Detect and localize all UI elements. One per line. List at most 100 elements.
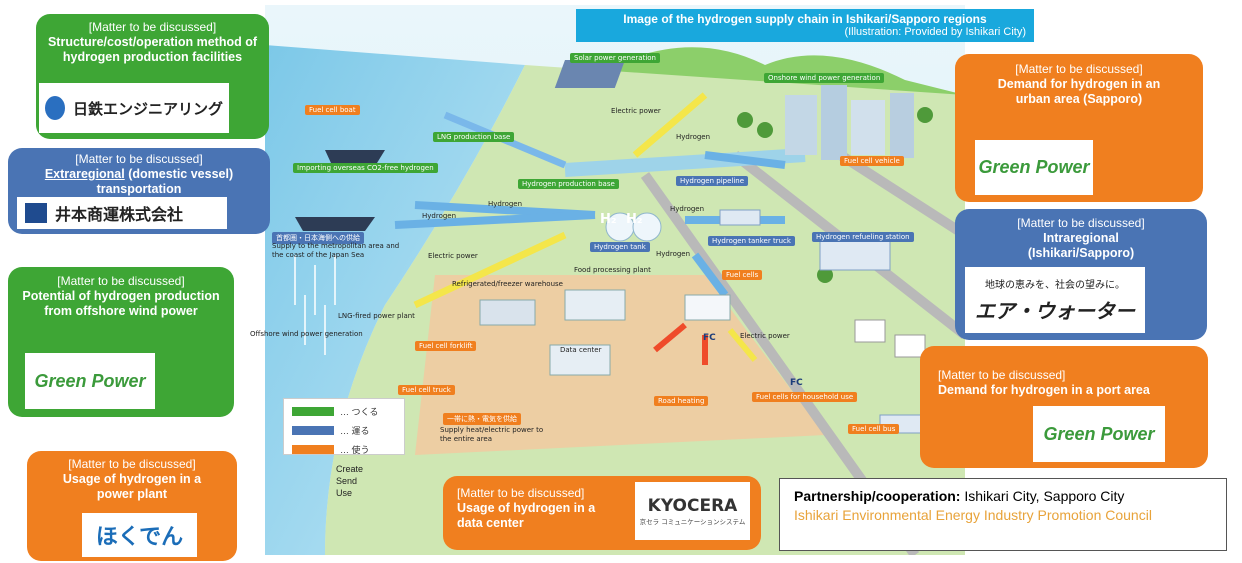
building-shape — [785, 95, 817, 155]
legend-swatch — [292, 426, 334, 435]
flow-arrow — [653, 322, 687, 353]
label-electric-power-top: Electric power — [611, 107, 661, 115]
wind-turbines — [294, 255, 336, 355]
title-box: Image of the hydrogen supply chain in Is… — [576, 9, 1034, 42]
warehouse-shape — [479, 299, 536, 326]
tank-shape — [632, 212, 662, 242]
tree-shape — [917, 107, 933, 123]
flow-arrow — [632, 92, 708, 158]
label-importing: Importing overseas CO2-free hydrogen — [293, 163, 438, 173]
nippon-steel-logo: 日鉄エンジニアリング — [39, 83, 229, 133]
air-water-logo: 地球の恵みを、社会の望みに。 エア・ウォーター — [965, 267, 1145, 333]
legend-label: … 使う — [340, 445, 370, 455]
h2-glyph-2: H₂ — [626, 212, 643, 227]
data-center-shape — [549, 344, 611, 376]
refueling-station-shape — [819, 239, 891, 271]
label-forklift: Fuel cell forklift — [415, 341, 477, 351]
tanker-truck-shape — [719, 209, 761, 226]
label-offshore-gen: Offshore wind power generation — [250, 330, 363, 338]
house-shape — [894, 334, 926, 358]
label-supply-heat: Supply heat/electric power to the entire… — [440, 426, 544, 443]
label-fc: FC — [703, 333, 716, 343]
house-shape — [854, 319, 886, 343]
legend-row: … つくる — [292, 405, 396, 418]
flow-arrow — [394, 211, 596, 229]
label-road-heating: Road heating — [654, 396, 709, 406]
legend-label: … 運る — [340, 426, 370, 436]
ship-shape — [325, 150, 385, 163]
supply-chain-illustration — [265, 5, 965, 555]
label-hydrogen-mid: Hydrogen — [488, 200, 523, 208]
flow-arrow — [727, 328, 758, 362]
label-supply-heat-jp: 一帯に熱・電気を供給 — [443, 413, 521, 425]
legend-use: Use — [336, 488, 353, 498]
pipeline-shape — [564, 148, 806, 177]
diagram-subtitle: (Illustration: Provided by Ishikari City… — [844, 26, 1026, 38]
callout-heading: [Matter to be discussed] — [88, 20, 217, 34]
building-shape — [890, 93, 914, 158]
callout-body: Structure/cost/operation method of hydro… — [47, 35, 258, 64]
tree-shape — [817, 267, 833, 283]
kyocera-logo: KYOCERA 京セラ コミュニケーションシステム — [635, 482, 750, 540]
label-pipeline: Hydrogen pipeline — [676, 176, 749, 186]
label-tanker-truck: Hydrogen tanker truck — [708, 236, 795, 246]
diagram-title: Image of the hydrogen supply chain in Is… — [623, 12, 987, 26]
building-shape — [851, 100, 885, 155]
label-data-center: Data center — [560, 346, 602, 354]
legend-box: … つくる … 運る … 使う — [283, 398, 405, 455]
legend-send: Send — [336, 476, 358, 486]
label-hydrogen-right: Hydrogen — [670, 205, 705, 213]
label-refueling-station: Hydrogen refueling station — [812, 232, 914, 242]
label-onshore-wind: Onshore wind power generation — [764, 73, 885, 83]
label-solar: Solar power generation — [570, 53, 660, 63]
green-power-logo-port: Green Power — [1033, 406, 1165, 462]
partnership-cities: Ishikari City, Sapporo City — [964, 488, 1125, 504]
label-hydrogen-top: Hydrogen — [676, 133, 711, 141]
imoto-logo: 井本商運株式会社 — [17, 197, 227, 229]
label-electric-power-right: Electric power — [740, 332, 790, 340]
partnership-council: Ishikari Environmental Energy Industry P… — [794, 507, 1152, 523]
legend-swatch — [292, 407, 334, 416]
label-fuel-cell-boat: Fuel cell boat — [305, 105, 360, 115]
label-hydrogen-left: Hydrogen — [422, 212, 457, 220]
label-fuel-cells: Fuel cells — [722, 270, 763, 280]
hokuden-logo: ほくでん — [82, 513, 197, 557]
label-h2-production-base: Hydrogen production base — [518, 179, 619, 189]
label-food-plant: Food processing plant — [574, 266, 651, 274]
tree-shape — [757, 122, 773, 138]
green-power-logo: Green Power — [25, 353, 155, 409]
legend-row: … 運る — [292, 424, 396, 437]
ship-shape — [295, 217, 375, 231]
legend-swatch — [292, 445, 334, 454]
label-lng-plant: LNG-fired power plant — [338, 312, 415, 320]
label-hydrogen-down: Hydrogen — [656, 250, 691, 258]
flame-icon — [44, 96, 65, 120]
label-fuel-truck: Fuel cell truck — [398, 385, 455, 395]
imoto-mark-icon — [25, 203, 47, 223]
partnership-line: Partnership/cooperation: Ishikari City, … — [794, 487, 1212, 506]
label-fc-house: FC — [790, 378, 803, 388]
flow-arrow — [413, 231, 567, 309]
legend-english: Create Send Use — [336, 463, 363, 499]
partnership-label: Partnership/cooperation: — [794, 488, 961, 504]
solar-panel-shape — [554, 60, 625, 88]
legend-create: Create — [336, 464, 364, 474]
h2-glyph-1: H₂ — [600, 212, 617, 227]
label-freezer: Refrigerated/freezer warehouse — [452, 280, 563, 288]
label-electric-power-mid: Electric power — [428, 252, 478, 260]
label-hydrogen-tank: Hydrogen tank — [590, 242, 650, 252]
label-lng-base: LNG production base — [433, 132, 515, 142]
legend-row: … 使う — [292, 443, 396, 456]
label-supply-jp: 首都圏・日本海側への供給 — [272, 232, 364, 244]
label-household: Fuel cells for household use — [752, 392, 858, 402]
label-bus: Fuel cell bus — [848, 424, 900, 434]
partnership-box: Partnership/cooperation: Ishikari City, … — [779, 478, 1227, 551]
legend-label: … つくる — [340, 407, 379, 417]
fc-building-shape — [684, 294, 731, 321]
label-supply-en: Supply to the metropolitan area and the … — [272, 242, 400, 259]
food-plant-shape — [564, 289, 626, 321]
callout-underlined: Extraregional — [44, 167, 125, 181]
flow-arrow — [704, 151, 786, 169]
label-fuel-cell-vehicle: Fuel cell vehicle — [840, 156, 904, 166]
green-power-logo-urban: Green Power — [975, 140, 1093, 195]
